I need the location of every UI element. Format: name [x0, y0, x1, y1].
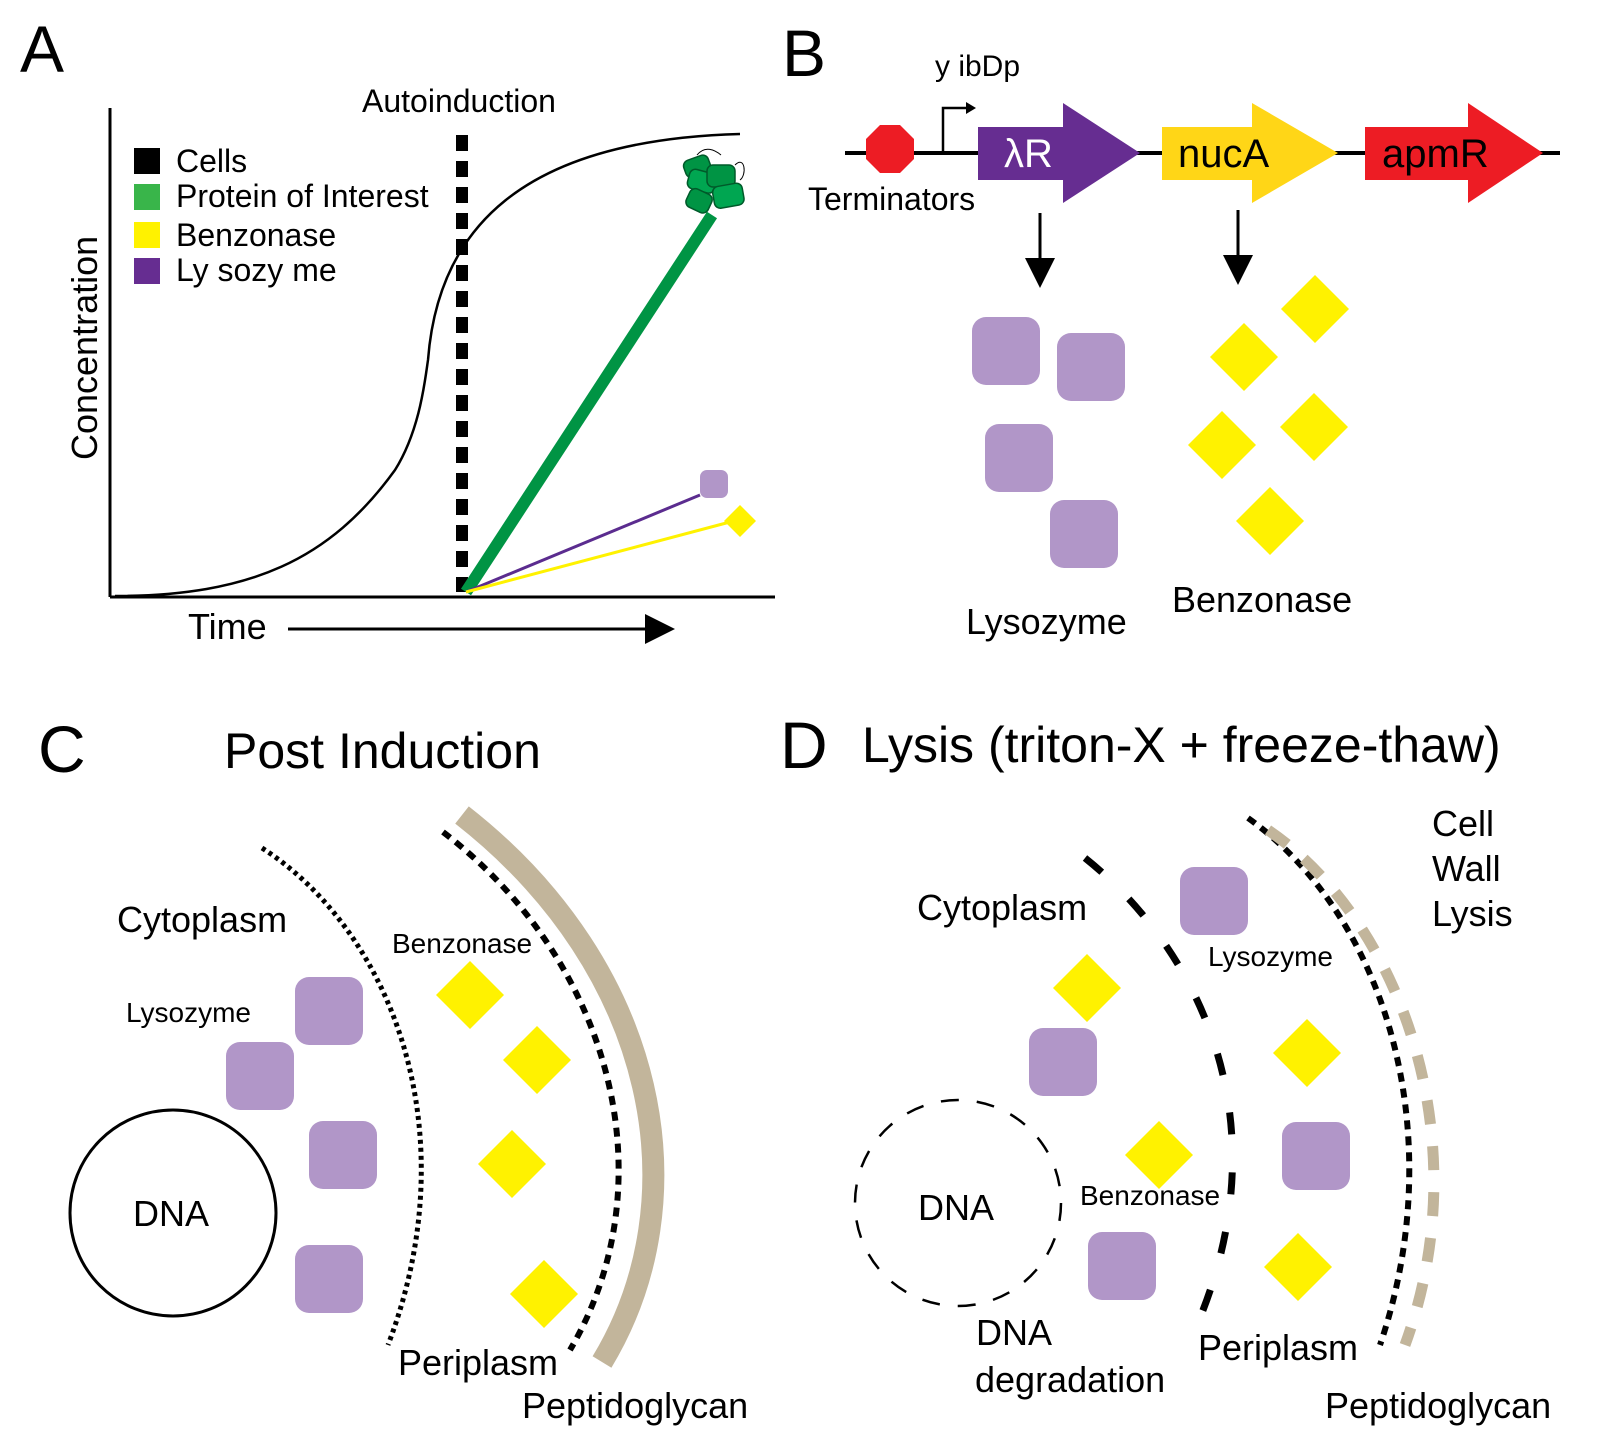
benzonase-diamond: [510, 1260, 578, 1328]
benzonase-diamond: [1125, 1121, 1193, 1189]
cell-wall-lysis-label-line1: Cell: [1432, 803, 1494, 844]
lysozyme-square: [1180, 867, 1248, 935]
cells-curve: [114, 132, 741, 598]
peptidoglycan-label: Peptidoglycan: [522, 1385, 748, 1426]
lysozyme-line: [465, 493, 701, 594]
outer-membrane: [441, 829, 622, 1352]
lysozyme-square: [226, 1042, 294, 1110]
benzonase-diamond: [1210, 323, 1278, 391]
gene-apmr: [1365, 103, 1543, 203]
panel-d: D Lysis (triton-X + freeze-thaw) DNA Cyt…: [780, 708, 1551, 1426]
legend-swatch-lysozyme: [134, 258, 160, 284]
lysozyme-square: [1050, 500, 1118, 568]
lysozyme-square: [309, 1121, 377, 1189]
panel-d-letter: D: [780, 708, 828, 782]
periplasm-label: Periplasm: [398, 1342, 558, 1383]
dna-degraded-circle: [853, 1098, 1063, 1308]
lysozyme-marker-icon: [700, 470, 728, 498]
lysozyme-square: [1029, 1028, 1097, 1096]
panel-a: A Concentration Time Autoinduction: [20, 12, 775, 647]
peptidoglycan-fragments: [1264, 825, 1440, 1347]
legend-swatch-benzonase: [134, 222, 160, 248]
lysozyme-label: Lysozyme: [126, 997, 251, 1028]
dna-circle: [68, 1108, 278, 1318]
benzonase-diamond: [478, 1130, 546, 1198]
inner-membrane: [260, 845, 424, 1346]
benzonase-label: Benzonase: [1080, 1180, 1220, 1211]
cell-wall-lysis-label-line3: Lysis: [1432, 893, 1513, 934]
panel-c-letter: C: [38, 712, 86, 786]
gene-nuca-label: nucA: [1178, 132, 1269, 176]
benzonase-line: [465, 520, 731, 594]
cell-wall-lysis-label-line2: Wall: [1432, 848, 1501, 889]
lysozyme-square: [295, 977, 363, 1045]
legend-swatch-cells: [134, 148, 160, 174]
periplasm-label: Periplasm: [1198, 1327, 1358, 1368]
benzonase-diamond: [1188, 411, 1256, 479]
cytoplasm-label: Cytoplasm: [917, 887, 1087, 928]
lysozyme-square: [1057, 333, 1125, 401]
promoter-arrowhead: [966, 102, 976, 114]
lysozyme-product-label: Lysozyme: [966, 601, 1127, 642]
benzonase-diamond: [1053, 954, 1121, 1022]
lysozyme-square: [1282, 1122, 1350, 1190]
peptidoglycan-layer: [455, 806, 665, 1368]
dna-label: DNA: [918, 1187, 994, 1228]
stop-octagon-icon: [866, 125, 914, 173]
lysozyme-square: [972, 317, 1040, 385]
panel-c-title: Post Induction: [224, 723, 541, 779]
cytoplasm-label: Cytoplasm: [117, 899, 287, 940]
legend-label-protein: Protein of Interest: [176, 178, 429, 214]
protein-structure-icon: [682, 148, 745, 214]
lysozyme-label: Lysozyme: [1208, 941, 1333, 972]
terminator-label: Terminators: [808, 181, 975, 217]
outer-membrane: [1246, 815, 1413, 1346]
gene-lambda-r: [978, 103, 1140, 203]
benzonase-diamond: [1236, 487, 1304, 555]
legend-swatch-protein: [134, 184, 160, 210]
lysozyme-square: [295, 1245, 363, 1313]
panel-a-letter: A: [20, 12, 64, 86]
legend-label-cells: Cells: [176, 143, 247, 179]
protein-line: [460, 211, 718, 596]
benzonase-diamond: [436, 961, 504, 1029]
autoinduction-label: Autoinduction: [362, 83, 556, 119]
benzonase-diamond: [1264, 1233, 1332, 1301]
benzonase-product-label: Benzonase: [1172, 579, 1352, 620]
benzonase-diamond: [1273, 1019, 1341, 1087]
legend-label-benzonase: Benzonase: [176, 217, 336, 253]
benzonase-label: Benzonase: [392, 928, 532, 959]
gene-apmr-label: apmR: [1382, 132, 1489, 176]
bent-arrow-icon: [941, 106, 968, 153]
panel-c: C Post Induction DNA Cytoplasm Lysozyme …: [38, 712, 748, 1426]
peptidoglycan-label: Peptidoglycan: [1325, 1385, 1551, 1426]
dna-degradation-label-line2: degradation: [975, 1359, 1165, 1400]
x-axis-label: Time: [188, 606, 267, 647]
legend-label-lysozyme: Ly sozy me: [176, 252, 337, 288]
lysozyme-square: [985, 424, 1053, 492]
dna-label: DNA: [133, 1193, 209, 1234]
dna-degradation-label-line1: DNA: [976, 1312, 1052, 1353]
promoter-label: y ibDp: [935, 50, 1020, 83]
panel-b-letter: B: [782, 16, 826, 90]
legend: Cells Protein of Interest Benzonase Ly s…: [134, 143, 429, 288]
benzonase-marker-icon: [724, 505, 756, 537]
panel-d-title: Lysis (triton-X + freeze-thaw): [862, 717, 1501, 773]
benzonase-diamond: [1281, 275, 1349, 343]
benzonase-diamond: [503, 1026, 571, 1094]
benzonase-diamond: [1280, 393, 1348, 461]
gene-nuca: [1162, 103, 1338, 203]
inner-membrane-disrupted: [1082, 855, 1236, 1347]
lysozyme-square: [1088, 1232, 1156, 1300]
panel-b: B Terminators y ibDp λR nucA apmR Lysozy…: [782, 16, 1560, 642]
gene-lambda-r-label: λR: [1004, 132, 1053, 176]
y-axis-label: Concentration: [64, 236, 105, 460]
